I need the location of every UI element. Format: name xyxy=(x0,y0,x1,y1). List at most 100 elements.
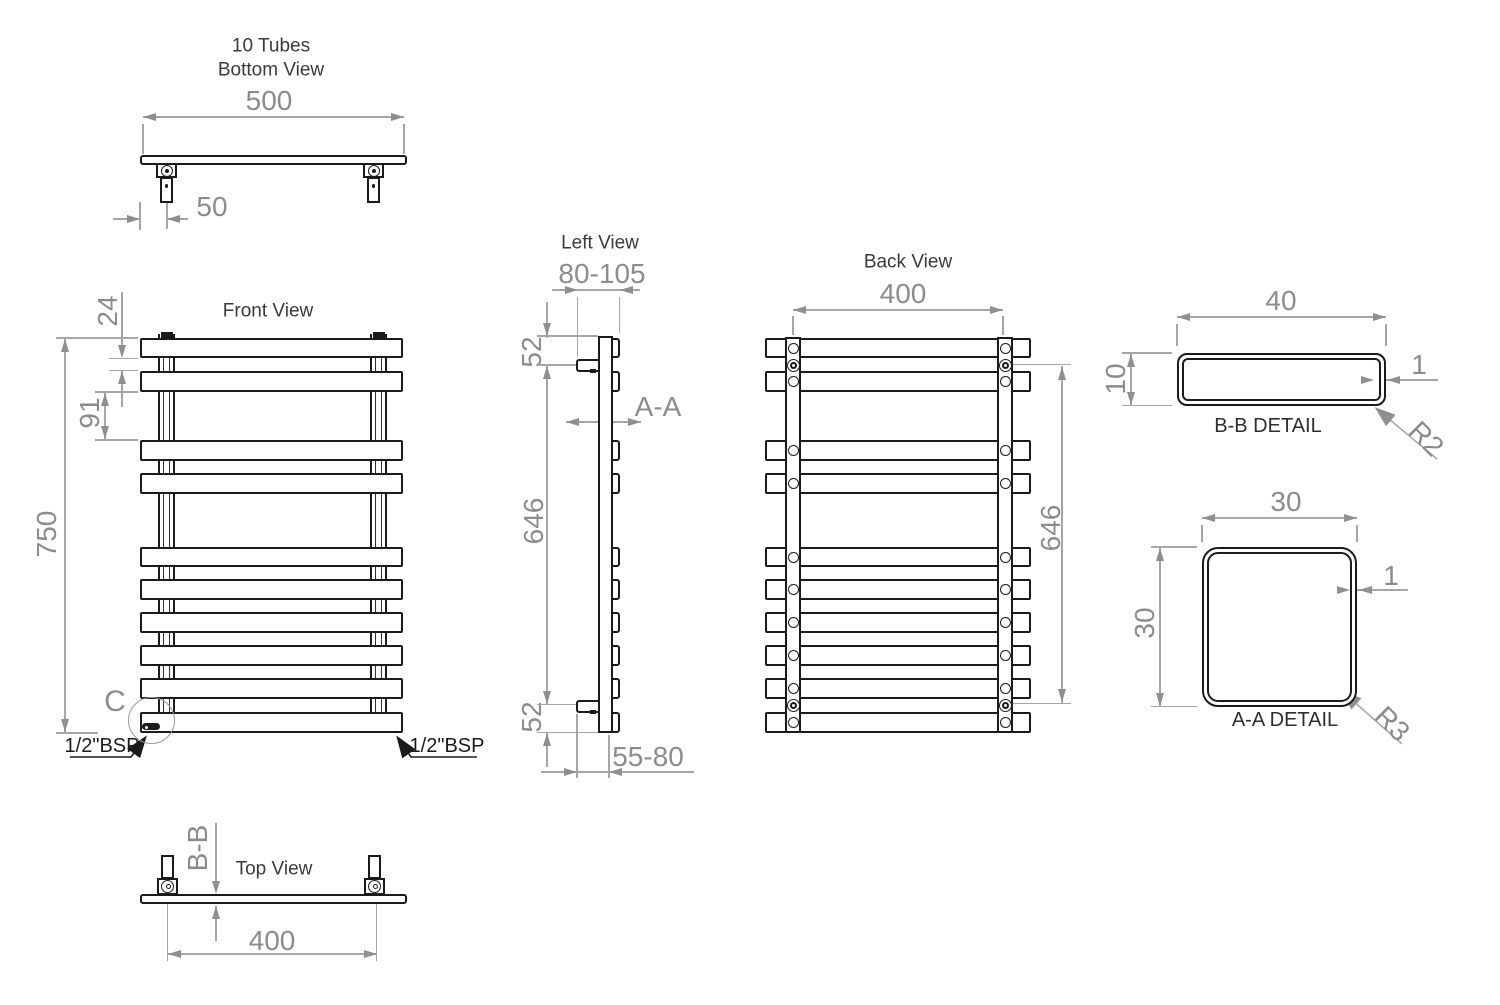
dim-arrowhead xyxy=(1057,367,1066,380)
dim-arrowhead xyxy=(211,906,220,919)
dim-arrowhead xyxy=(1057,689,1066,702)
bottom-view-bracket-stem-right xyxy=(367,177,380,203)
left-view-bracket-bottom-tick xyxy=(590,709,596,714)
dim-line xyxy=(1202,517,1357,519)
dim-bracket-centres-back: 400 xyxy=(879,278,927,309)
top-view-bracket-stem-left xyxy=(161,855,174,879)
front-view-tube xyxy=(140,547,403,567)
front-view-post-cap-left xyxy=(161,332,173,339)
dim-bb-width: 40 xyxy=(1265,285,1297,316)
dim-line xyxy=(109,370,138,372)
dim-bracket-centres-top: 400 xyxy=(248,925,296,956)
dim-arrowhead xyxy=(1177,312,1190,321)
dim-bottom-fixing-offset: 52 xyxy=(516,701,547,733)
dim-top-tube-gap: 24 xyxy=(92,295,123,327)
bottom-view-collector xyxy=(140,155,407,165)
dim-line xyxy=(1122,405,1172,407)
dim-line xyxy=(56,337,138,339)
dim-line xyxy=(215,906,217,941)
dim-arrowhead xyxy=(1337,585,1350,594)
section-a-a-label: A-A xyxy=(634,391,682,422)
dim-line xyxy=(215,823,217,883)
dim-line xyxy=(109,357,138,359)
dim-line xyxy=(576,297,578,357)
dim-line xyxy=(576,714,578,778)
weld-circle xyxy=(787,376,799,387)
back-view-tube xyxy=(765,712,1031,733)
detail-c-circle xyxy=(128,697,175,744)
dim-line xyxy=(95,439,138,441)
back-view-tube xyxy=(765,678,1031,699)
front-view-tube xyxy=(140,678,403,699)
dim-arrowhead xyxy=(565,285,578,294)
dim-arrowhead xyxy=(620,285,633,294)
dim-line xyxy=(403,124,405,154)
back-view-tube xyxy=(765,579,1031,600)
dim-arrowhead xyxy=(628,417,641,426)
dim-aa-radius: R3 xyxy=(1368,700,1416,748)
left-view-bracket-bottom xyxy=(576,700,600,713)
dim-arrowhead xyxy=(391,112,404,121)
weld-circle xyxy=(999,717,1011,728)
bottom-view-fixing-dot-right xyxy=(371,168,376,173)
dim-arrowhead xyxy=(566,417,579,426)
dim-line xyxy=(546,302,548,338)
dim-arrowhead xyxy=(143,112,156,121)
bracket-fixing-inner xyxy=(1001,361,1009,369)
dim-line xyxy=(1385,324,1387,346)
dim-top-fixing-offset: 52 xyxy=(516,336,547,368)
bottom-view-fixing-dot-left xyxy=(164,168,169,173)
top-view-title: Top View xyxy=(235,858,313,880)
weld-circle xyxy=(999,584,1011,595)
bottom-view-bracket-stem-left xyxy=(160,177,173,203)
dim-arrowhead xyxy=(100,426,109,439)
bracket-fixing-inner xyxy=(789,361,797,369)
dim-arrowhead xyxy=(167,214,180,223)
dim-aa-width: 30 xyxy=(1270,486,1302,517)
front-view-tube xyxy=(140,612,403,633)
back-view-tube xyxy=(765,338,1031,358)
dim-line xyxy=(1176,324,1178,346)
back-view-title: Back View xyxy=(863,251,953,273)
dim-line xyxy=(546,365,548,705)
bsp-connection-left-label: 1/2"BSP xyxy=(64,735,140,757)
back-view-tube xyxy=(765,473,1031,494)
weld-circle xyxy=(999,650,1011,661)
section-b-b-label: B-B xyxy=(182,824,213,872)
dim-line xyxy=(166,903,168,961)
dim-arrowhead xyxy=(1126,392,1135,405)
dim-arrowhead xyxy=(100,393,109,406)
back-view-post-right xyxy=(997,337,1013,733)
dim-depth-range: 80-105 xyxy=(558,258,646,289)
dim-line xyxy=(56,732,98,734)
dim-line xyxy=(1159,547,1161,707)
left-view-post xyxy=(598,336,613,733)
dim-line xyxy=(142,124,144,154)
dim-arrowhead xyxy=(542,323,551,336)
weld-circle xyxy=(787,342,799,354)
dim-arrowhead xyxy=(60,719,69,732)
front-view-tube xyxy=(140,338,403,358)
left-view-bracket-top-tick xyxy=(590,368,596,373)
dim-line xyxy=(618,297,621,333)
dim-bb-radius: R2 xyxy=(1402,415,1450,463)
left-view-bracket-top xyxy=(576,359,600,372)
dim-arrowhead xyxy=(564,767,577,776)
top-view-fixing-ring-left xyxy=(165,884,171,889)
dim-line xyxy=(168,953,377,955)
front-view-tube xyxy=(140,712,403,733)
dim-arrowhead xyxy=(793,305,806,314)
dim-line xyxy=(792,316,794,335)
dim-line xyxy=(537,731,598,734)
dim-line xyxy=(64,338,66,733)
dim-aa-wall: 1 xyxy=(1383,560,1399,591)
dim-line xyxy=(1002,316,1004,335)
front-view-tube xyxy=(140,440,403,461)
back-view-tube xyxy=(765,645,1031,666)
weld-circle xyxy=(999,683,1011,694)
weld-circle xyxy=(999,478,1011,489)
dim-line xyxy=(793,309,1003,311)
front-view-post-cap-right xyxy=(373,332,385,339)
dim-arrowhead xyxy=(60,339,69,352)
bb-tube-inner xyxy=(1182,358,1381,401)
